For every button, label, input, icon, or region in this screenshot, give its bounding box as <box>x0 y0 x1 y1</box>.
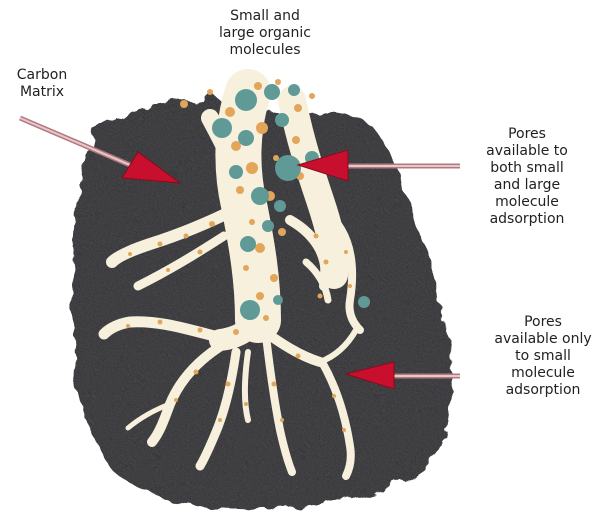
carbon-matrix-label: Carbon Matrix <box>2 67 82 101</box>
pores-small-only-label: Pores available only to small molecule a… <box>470 314 616 399</box>
pores-both-label: Pores available to both small and large … <box>452 126 602 228</box>
molecules-label: Small and large organic molecules <box>180 8 350 59</box>
